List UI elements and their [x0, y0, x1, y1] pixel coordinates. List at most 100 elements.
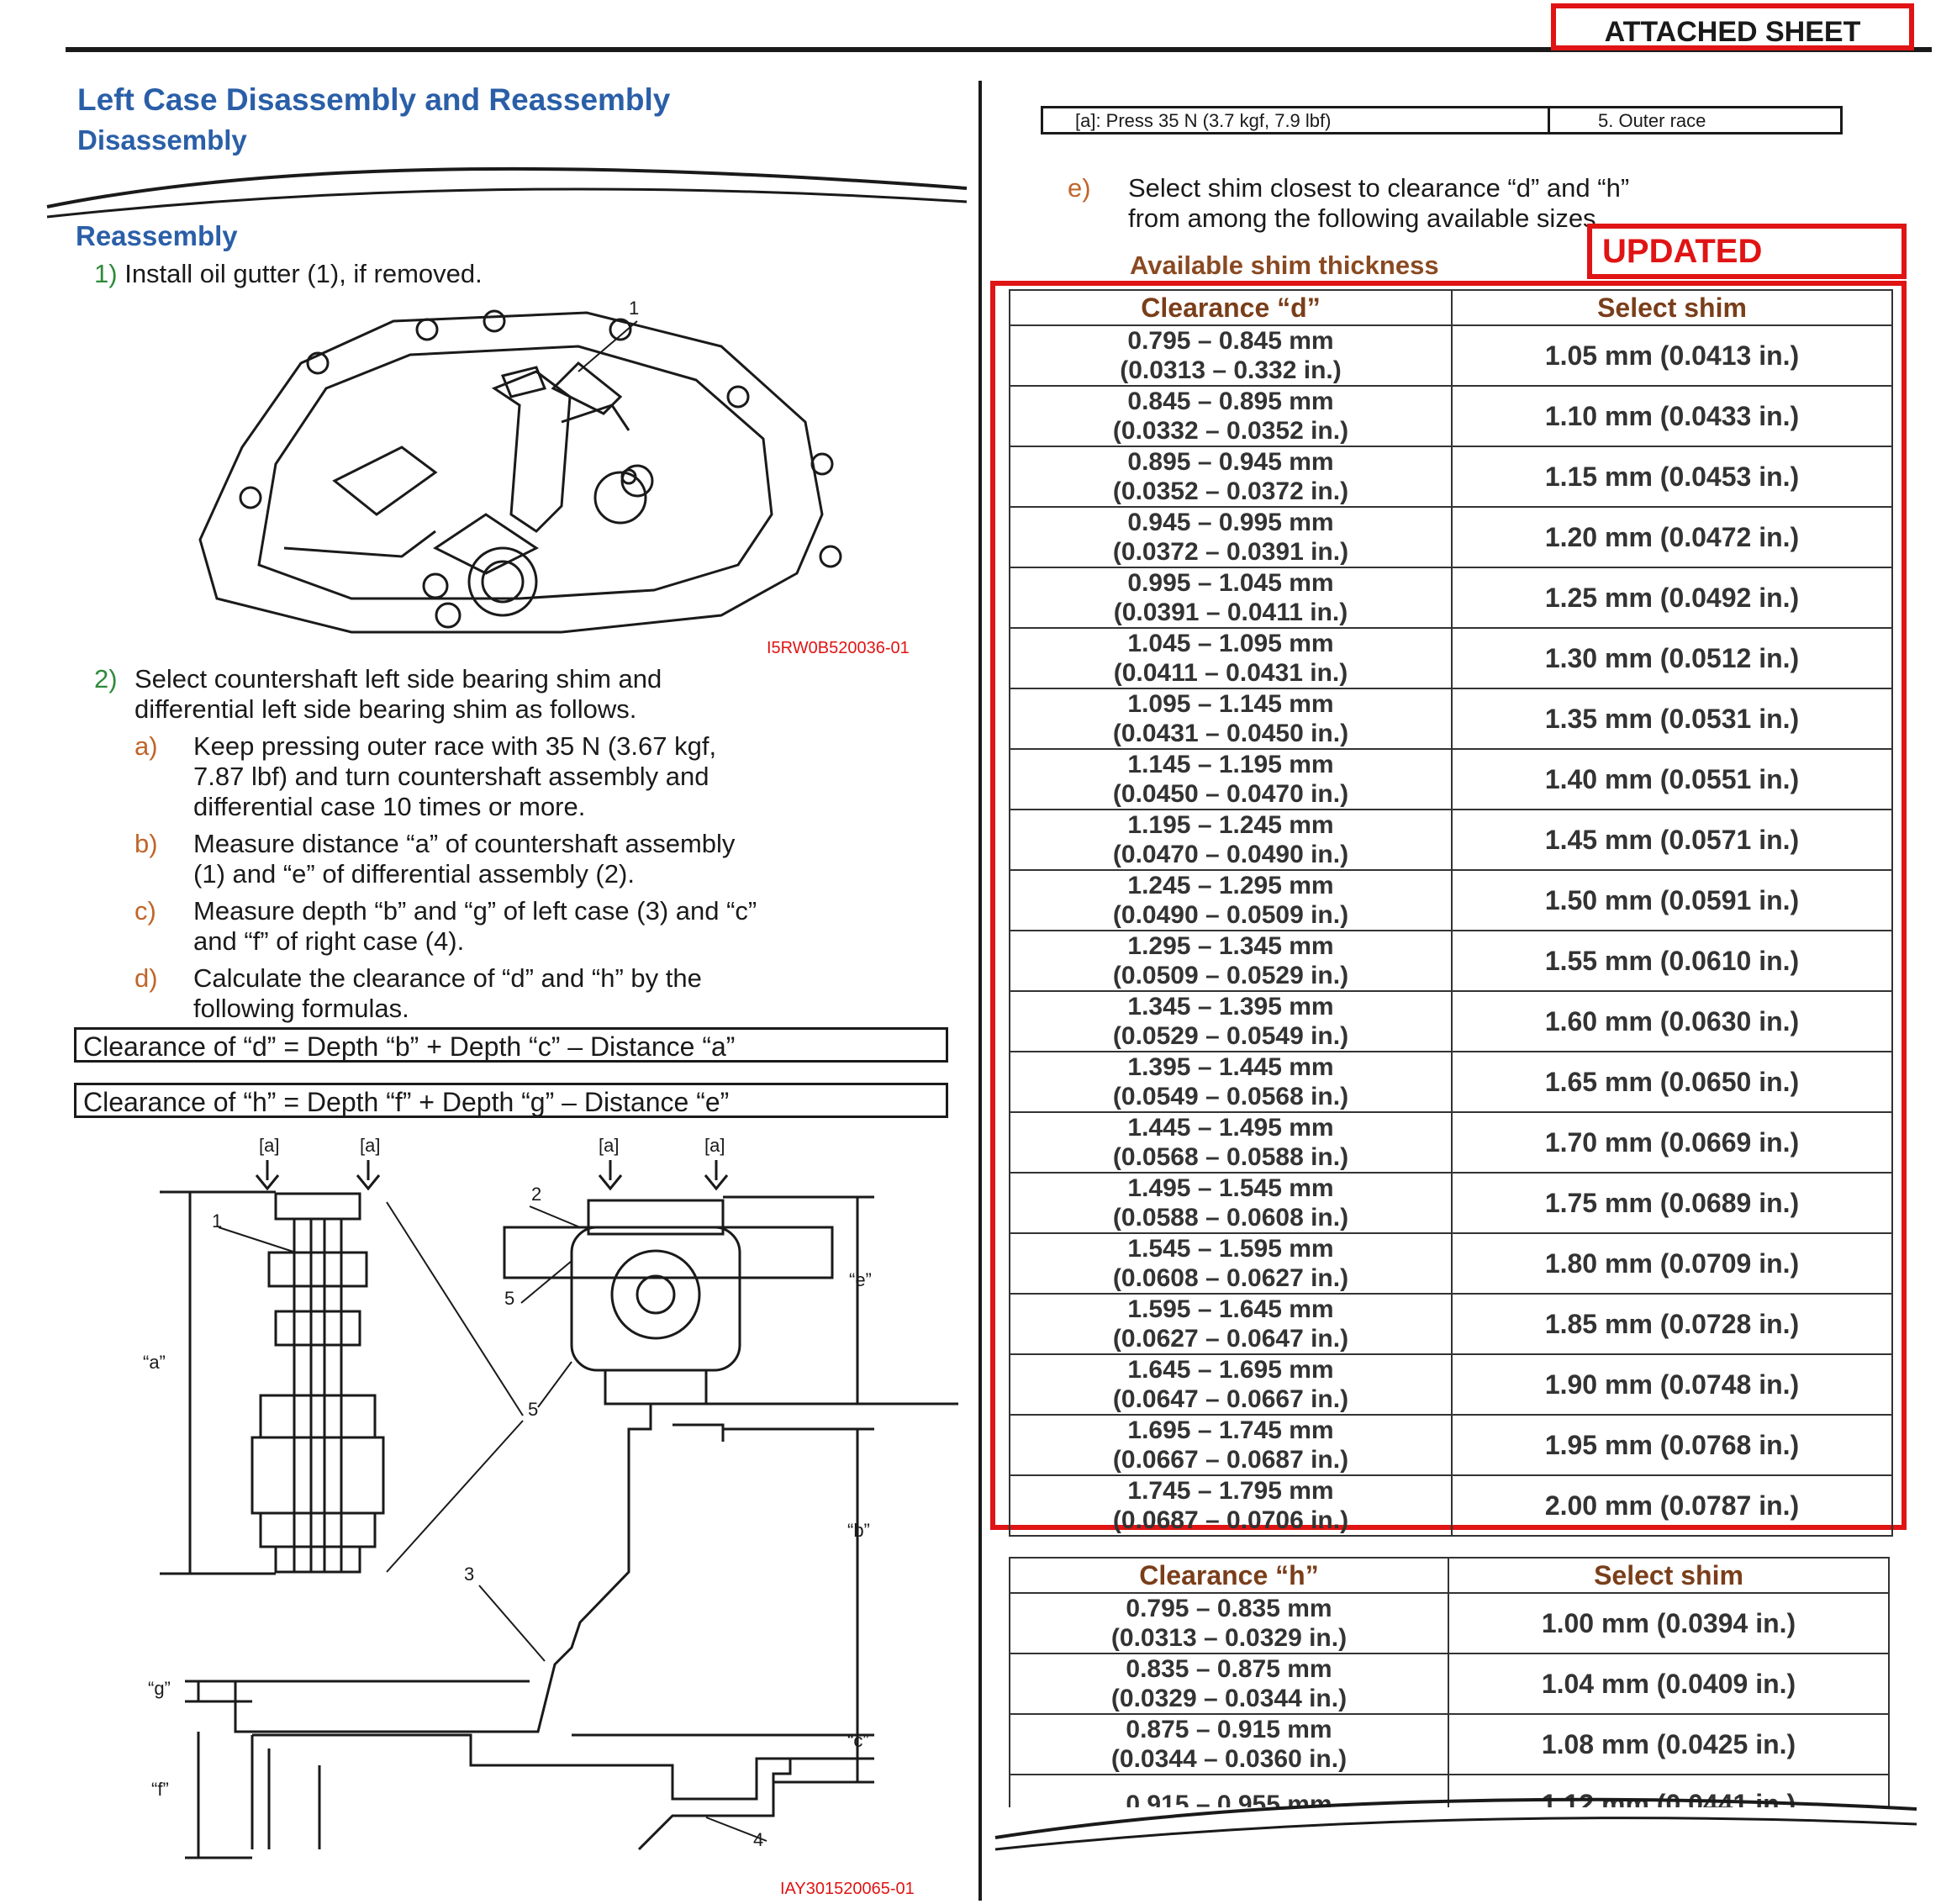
clearance-mm: 0.795 – 0.835 mm [1126, 1595, 1332, 1622]
sub-b-letter: b) [134, 829, 158, 858]
clearance-mm: 1.045 – 1.095 mm [1127, 630, 1334, 657]
clearance-in: (0.0667 – 0.0687 in.) [1112, 1446, 1349, 1474]
torn-edge-divider [46, 166, 968, 219]
legend-separator [1548, 108, 1550, 132]
clearance-in: (0.0470 – 0.0490 in.) [1112, 841, 1349, 868]
step-e-line-1: Select shim closest to clearance “d” and… [1128, 173, 1630, 203]
clearance-range-cell: 1.645 – 1.695 mm(0.0647 – 0.0667 in.) [1009, 1353, 1453, 1416]
table-row: 1.295 – 1.345 mm(0.0509 – 0.0529 in.)1.5… [1009, 930, 1893, 992]
clearance-range-cell: 1.295 – 1.345 mm(0.0509 – 0.0529 in.) [1009, 930, 1453, 992]
clearance-range-cell: 0.895 – 0.945 mm(0.0352 – 0.0372 in.) [1009, 446, 1453, 508]
clearance-range-cell: 1.095 – 1.145 mm(0.0431 – 0.0450 in.) [1009, 688, 1453, 750]
sub-a-line-1: Keep pressing outer race with 35 N (3.67… [193, 731, 717, 761]
select-shim-cell: 1.20 mm (0.0472 in.) [1451, 506, 1893, 568]
clearance-range-cell: 0.795 – 0.835 mm(0.0313 – 0.0329 in.) [1009, 1592, 1449, 1654]
clearance-in: (0.0313 – 0.0329 in.) [1110, 1624, 1348, 1652]
sub-b-text: Measure distance “a” of countershaft ass… [193, 829, 735, 889]
formula-h: Clearance of “h” = Depth “f” + Depth “g”… [74, 1083, 948, 1118]
sub-c-line-1: Measure depth “b” and “g” of left case (… [193, 896, 757, 926]
clearance-mm: 1.545 – 1.595 mm [1127, 1235, 1334, 1263]
clearance-range-cell: 0.995 – 1.045 mm(0.0391 – 0.0411 in.) [1009, 567, 1453, 629]
figure2-code: IAY301520065-01 [780, 1880, 915, 1898]
callout-4: 4 [753, 1829, 763, 1850]
table-row: 1.045 – 1.095 mm(0.0411 – 0.0431 in.)1.3… [1009, 627, 1893, 689]
clearance-in: (0.0332 – 0.0352 in.) [1112, 417, 1349, 445]
press-label-4: [a] [704, 1135, 725, 1156]
clearance-mm: 1.645 – 1.695 mm [1127, 1356, 1334, 1384]
clearance-mm: 1.495 – 1.545 mm [1127, 1174, 1334, 1202]
dim-f-label: “f” [151, 1779, 169, 1800]
step-1-text: Install oil gutter (1), if removed. [124, 259, 483, 288]
section-title: Left Case Disassembly and Reassembly [77, 82, 671, 117]
clearance-range-cell: 0.945 – 0.995 mm(0.0372 – 0.0391 in.) [1009, 506, 1453, 568]
clearance-range-cell: 0.875 – 0.915 mm(0.0344 – 0.0360 in.) [1009, 1713, 1449, 1775]
sub-c-letter: c) [134, 896, 156, 926]
sub-c-text: Measure depth “b” and “g” of left case (… [193, 896, 757, 957]
clearance-range-cell: 0.795 – 0.845 mm(0.0313 – 0.332 in.) [1009, 324, 1453, 387]
clearance-in: (0.0627 – 0.0647 in.) [1112, 1325, 1349, 1353]
table-row: 0.995 – 1.045 mm(0.0391 – 0.0411 in.)1.2… [1009, 567, 1893, 629]
select-shim-cell: 1.90 mm (0.0748 in.) [1451, 1353, 1893, 1416]
select-shim-cell: 1.08 mm (0.0425 in.) [1448, 1713, 1890, 1775]
clearance-range-cell: 1.195 – 1.245 mm(0.0470 – 0.0490 in.) [1009, 809, 1453, 871]
select-shim-cell: 1.10 mm (0.0433 in.) [1451, 385, 1893, 447]
callout-5-upper: 5 [504, 1288, 514, 1309]
clearance-in: (0.0490 – 0.0509 in.) [1112, 901, 1349, 929]
select-shim-cell: 2.00 mm (0.0787 in.) [1451, 1474, 1893, 1537]
clearance-mm: 1.745 – 1.795 mm [1127, 1477, 1334, 1505]
clearance-mm: 0.895 – 0.945 mm [1127, 448, 1334, 476]
step-e-letter: e) [1068, 173, 1091, 203]
clearance-range-cell: 0.845 – 0.895 mm(0.0332 – 0.0352 in.) [1009, 385, 1453, 447]
clearance-mm: 1.295 – 1.345 mm [1127, 932, 1334, 960]
step-2-number: 2) [94, 664, 118, 694]
clearance-range-cell: 1.695 – 1.745 mm(0.0667 – 0.0687 in.) [1009, 1414, 1453, 1476]
clearance-in: (0.0608 – 0.0627 in.) [1112, 1264, 1349, 1292]
figure1-code: I5RW0B520036-01 [767, 639, 910, 657]
figure-oil-gutter: 1 [198, 298, 842, 634]
select-shim-cell: 1.45 mm (0.0571 in.) [1451, 809, 1893, 871]
select-shim-cell: 1.25 mm (0.0492 in.) [1451, 567, 1893, 629]
table-row: 1.645 – 1.695 mm(0.0647 – 0.0667 in.)1.9… [1009, 1353, 1893, 1416]
table-row: 1.445 – 1.495 mm(0.0568 – 0.0588 in.)1.7… [1009, 1111, 1893, 1174]
step-1-number: 1) [94, 259, 118, 288]
table-row: 1.695 – 1.745 mm(0.0667 – 0.0687 in.)1.9… [1009, 1414, 1893, 1476]
table-row: 0.795 – 0.835 mm(0.0313 – 0.0329 in.)1.0… [1009, 1592, 1890, 1654]
step-e-line-2: from among the following available sizes… [1128, 203, 1604, 233]
sub-d-line-1: Calculate the clearance of “d” and “h” b… [193, 963, 702, 993]
legend-outer-race: 5. Outer race [1598, 110, 1706, 131]
clearance-mm: 1.145 – 1.195 mm [1127, 751, 1334, 778]
clearance-mm: 1.195 – 1.245 mm [1127, 811, 1334, 839]
clearance-mm: 1.095 – 1.145 mm [1127, 690, 1334, 718]
table-row: 0.835 – 0.875 mm(0.0329 – 0.0344 in.)1.0… [1009, 1653, 1890, 1715]
sub-a-line-2: 7.87 lbf) and turn countershaft assembly… [193, 762, 709, 791]
press-label-3: [a] [599, 1135, 619, 1156]
clearance-in: (0.0344 – 0.0360 in.) [1110, 1745, 1348, 1773]
press-label-2: [a] [360, 1135, 380, 1156]
figure-measurement-diagram: [a] [a] [a] [a] 1 2 3 4 5 5 “a” “b” “c” … [143, 1135, 958, 1859]
table-row: 1.595 – 1.645 mm(0.0627 – 0.0647 in.)1.8… [1009, 1293, 1893, 1355]
clearance-in: (0.0568 – 0.0588 in.) [1112, 1143, 1349, 1171]
clearance-range-cell: 1.045 – 1.095 mm(0.0411 – 0.0431 in.) [1009, 627, 1453, 689]
callout-3: 3 [464, 1564, 474, 1585]
sub-b-line-2: (1) and “e” of differential assembly (2)… [193, 859, 635, 889]
formula-d: Clearance of “d” = Depth “b” + Depth “c”… [74, 1027, 948, 1063]
clearance-range-cell: 1.245 – 1.295 mm(0.0490 – 0.0509 in.) [1009, 869, 1453, 931]
clearance-mm: 0.875 – 0.915 mm [1126, 1716, 1332, 1743]
step-2-text: Select countershaft left side bearing sh… [134, 664, 662, 725]
clearance-range-cell: 1.145 – 1.195 mm(0.0450 – 0.0470 in.) [1009, 748, 1453, 810]
header-select-shim: Select shim [1451, 289, 1893, 326]
select-shim-cell: 1.05 mm (0.0413 in.) [1451, 324, 1893, 387]
clearance-mm: 1.595 – 1.645 mm [1127, 1295, 1334, 1323]
shim-table-d: Clearance “d” Select shim 0.795 – 0.845 … [1009, 289, 1893, 1537]
select-shim-cell: 1.70 mm (0.0669 in.) [1451, 1111, 1893, 1174]
table-row: 1.495 – 1.545 mm(0.0588 – 0.0608 in.)1.7… [1009, 1172, 1893, 1234]
sub-d-letter: d) [134, 963, 158, 993]
sub-b-line-1: Measure distance “a” of countershaft ass… [193, 829, 736, 858]
table-row: 1.145 – 1.195 mm(0.0450 – 0.0470 in.)1.4… [1009, 748, 1893, 810]
torn-edge-mask [992, 1807, 1925, 1904]
select-shim-cell: 1.40 mm (0.0551 in.) [1451, 748, 1893, 810]
clearance-in: (0.0588 – 0.0608 in.) [1112, 1204, 1349, 1232]
table-row: 1.545 – 1.595 mm(0.0608 – 0.0627 in.)1.8… [1009, 1232, 1893, 1295]
clearance-in: (0.0352 – 0.0372 in.) [1112, 477, 1349, 505]
clearance-in: (0.0372 – 0.0391 in.) [1112, 538, 1349, 566]
